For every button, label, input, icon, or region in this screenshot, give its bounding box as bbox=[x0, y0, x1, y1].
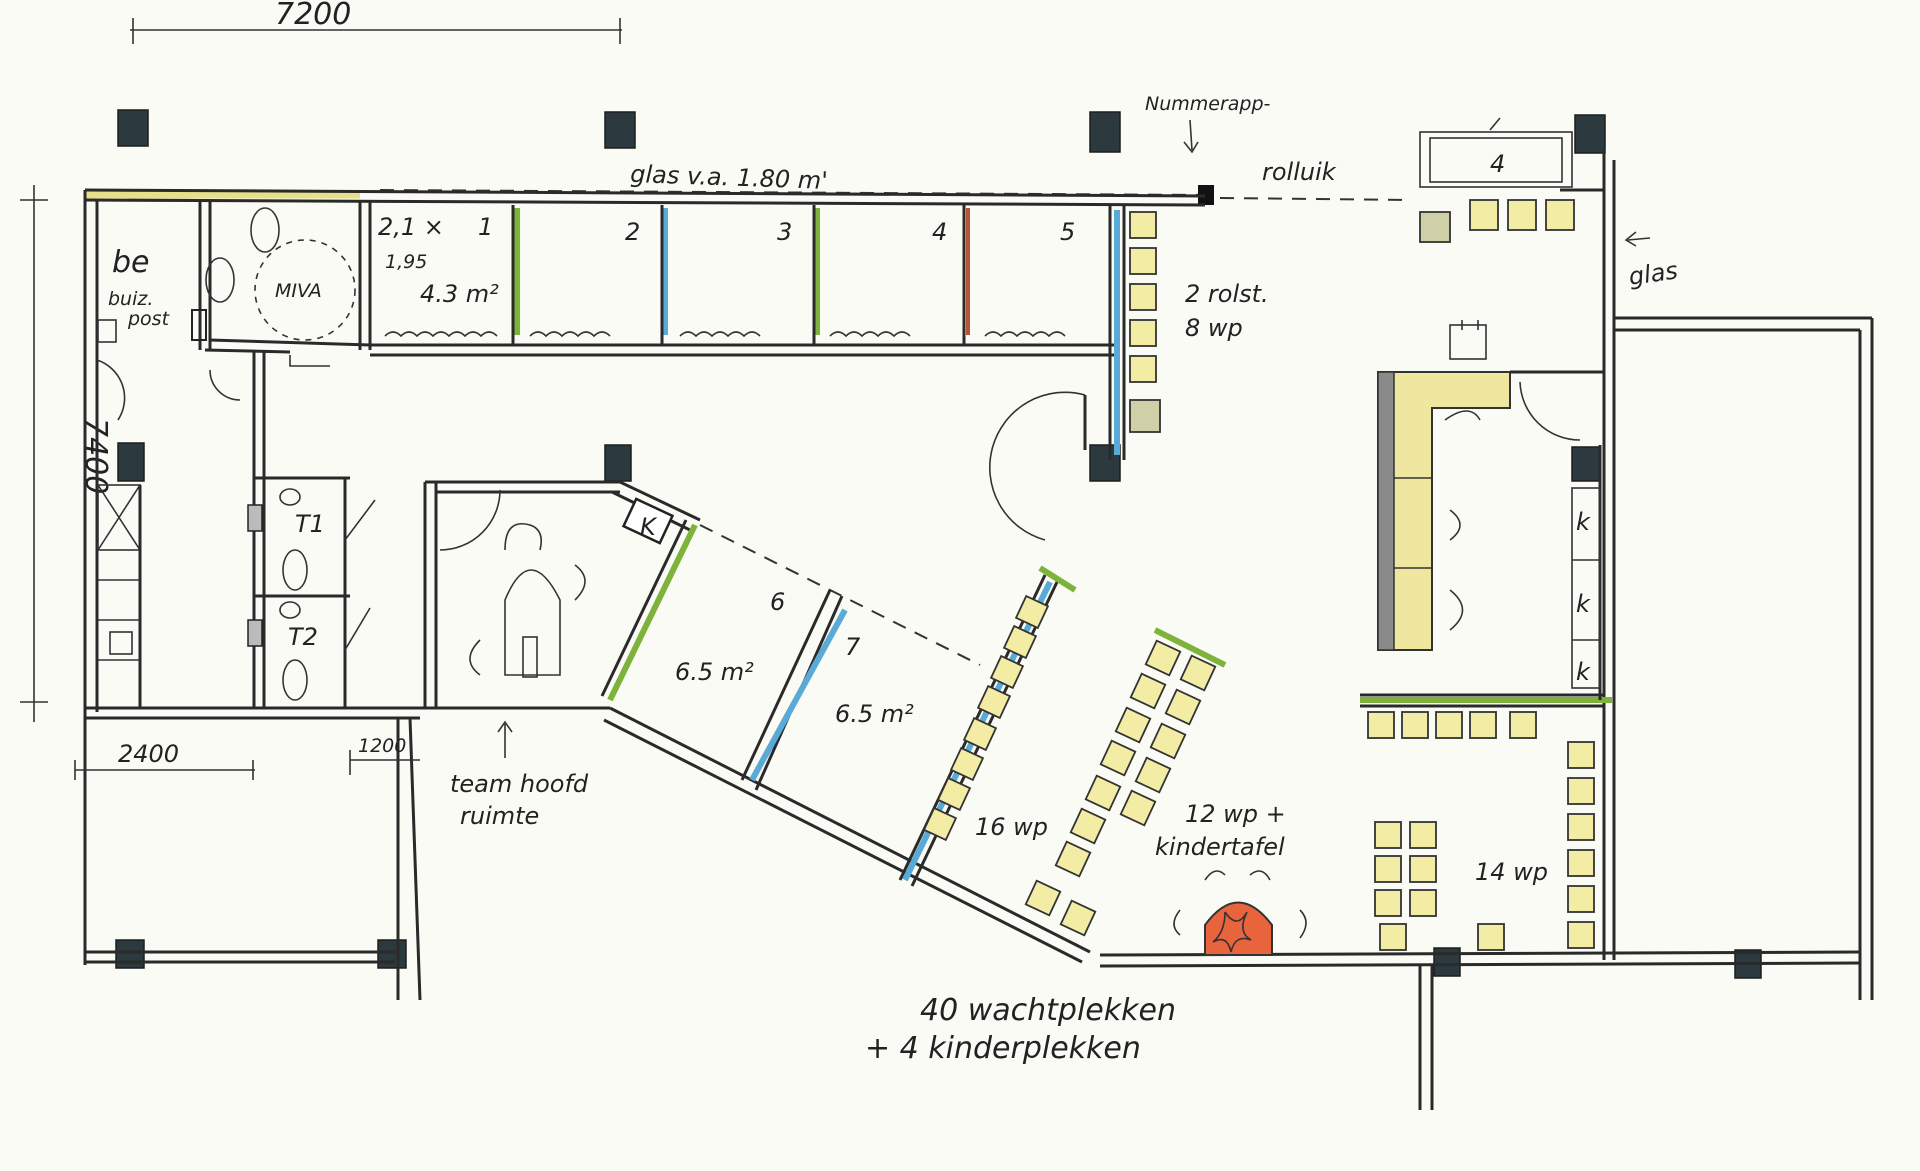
bottom-dimensions: 2400 1200 bbox=[74, 735, 420, 780]
seating-14wp: 14 wp bbox=[1360, 693, 1612, 951]
left-storage bbox=[97, 484, 142, 708]
room7-number: 7 bbox=[845, 633, 861, 661]
rolst-label-2: 8 wp bbox=[1185, 314, 1243, 342]
wheelchair-seating: 2 rolst. 8 wp bbox=[1129, 211, 1269, 433]
teamhoofd-label-2: ruimte bbox=[460, 802, 539, 830]
post-label: post bbox=[127, 308, 171, 330]
total-children-label: + 4 kinderplekken bbox=[865, 1031, 1141, 1066]
top-dimension-label: 7200 bbox=[275, 0, 351, 32]
room1-dims-1: 2,1 × bbox=[378, 213, 444, 241]
glass-top-label: glas v.a. 1.80 m' bbox=[630, 160, 828, 195]
k-label-teamroom: K bbox=[640, 513, 658, 541]
total-waiting-label: 40 wachtplekken bbox=[920, 993, 1176, 1028]
room2-number: 2 bbox=[625, 218, 640, 246]
rolst-label-1: 2 rolst. bbox=[1185, 280, 1269, 308]
room7-area: 6.5 m² bbox=[835, 700, 914, 728]
buiz-label: buiz. bbox=[108, 288, 153, 310]
t1-label: T1 bbox=[295, 510, 325, 538]
left-dimension: 7400 bbox=[20, 185, 113, 722]
toilets: T1 T2 bbox=[247, 350, 376, 708]
bottom-dimension-2400: 2400 bbox=[118, 740, 179, 768]
service-area: MIVA be buiz. post bbox=[96, 200, 372, 421]
child-table bbox=[1173, 870, 1307, 956]
rolluik-label: rolluik bbox=[1262, 158, 1337, 186]
seating-16wp: 16 wp bbox=[922, 594, 1050, 842]
room1-dims-2: 1,95 bbox=[385, 251, 427, 273]
bottom-dimension-1200: 1200 bbox=[358, 735, 406, 757]
miva-label: MIVA bbox=[275, 280, 322, 302]
top-dimension: 7200 bbox=[130, 0, 622, 44]
ticket-machine bbox=[1198, 185, 1214, 205]
k-cabinets: k k k bbox=[1571, 487, 1601, 689]
room5-number: 5 bbox=[1060, 218, 1075, 246]
room1-number: 1 bbox=[478, 213, 493, 241]
room6-number: 6 bbox=[770, 588, 785, 616]
room1-area: 4.3 m² bbox=[420, 280, 499, 308]
glas-right-label: glas bbox=[1627, 256, 1680, 291]
entrance-area: 4 bbox=[1419, 117, 1604, 243]
k-cabinet-2: k bbox=[1576, 590, 1591, 618]
room3-number: 3 bbox=[777, 218, 792, 246]
wp12-label-1: 12 wp + bbox=[1185, 800, 1286, 828]
wp12-label-2: kindertafel bbox=[1155, 833, 1285, 861]
team-lead-room: K team hoofd ruimte bbox=[423, 480, 701, 830]
consult-rooms-top: 2,1 × 1 1,95 4.3 m² 2 3 4 5 bbox=[370, 205, 1126, 460]
wp14-label: 14 wp bbox=[1475, 858, 1548, 886]
t2-label: T2 bbox=[288, 623, 318, 651]
room4-number: 4 bbox=[932, 218, 947, 246]
seating-12wp: 12 wp + kindertafel bbox=[1024, 627, 1286, 937]
k-cabinet-3: k bbox=[1576, 658, 1591, 686]
reception-counter bbox=[1377, 320, 1604, 700]
k-cabinet-1: k bbox=[1576, 508, 1591, 536]
outer-walls bbox=[83, 150, 1874, 1110]
room6-area: 6.5 m² bbox=[675, 658, 754, 686]
ticket-machine-label: Nummerapp- bbox=[1145, 93, 1271, 115]
be-label: be bbox=[112, 245, 150, 280]
wp16-label: 16 wp bbox=[975, 813, 1048, 841]
entrance-box-label: 4 bbox=[1490, 150, 1505, 178]
structural-columns bbox=[115, 109, 1762, 979]
teamhoofd-label-1: team hoofd bbox=[450, 770, 589, 798]
